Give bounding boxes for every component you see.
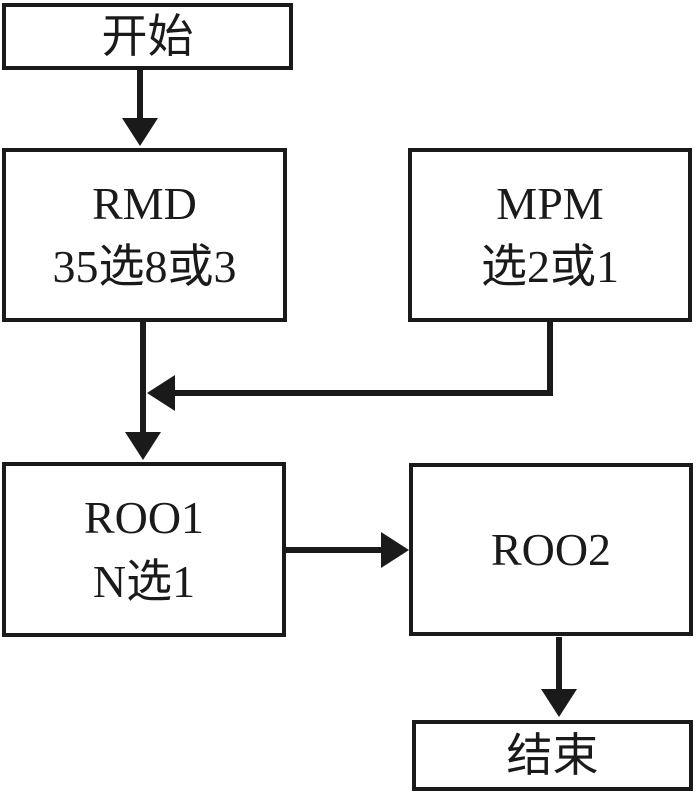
- node-rmd: RMD 35选8或3: [2, 148, 287, 322]
- edge-mpm-drop-line: [547, 322, 553, 396]
- node-mpm: MPM 选2或1: [408, 148, 692, 322]
- arrow-left-icon: [147, 375, 175, 411]
- node-start-label: 开始: [101, 10, 194, 62]
- node-mpm-label-line2: 选2或1: [481, 241, 619, 292]
- edge-start-to-rmd-line: [137, 70, 143, 122]
- edge-rmd-to-roo1-line: [140, 322, 146, 436]
- edge-roo2-to-end-line: [556, 637, 562, 691]
- node-end-label: 结束: [506, 729, 599, 781]
- arrow-down-icon: [125, 432, 161, 460]
- node-rmd-label-line1: RMD: [92, 177, 197, 229]
- node-roo2: ROO2: [409, 463, 693, 636]
- node-roo2-label: ROO2: [490, 523, 612, 575]
- edge-mpm-horizontal-line: [162, 390, 553, 396]
- node-start: 开始: [2, 3, 293, 70]
- arrow-right-icon: [381, 532, 409, 568]
- edge-roo1-to-roo2-line: [286, 547, 385, 553]
- node-end: 结束: [412, 720, 693, 791]
- arrow-down-icon: [122, 118, 158, 146]
- node-roo1: ROO1 N选1: [2, 462, 286, 637]
- node-rmd-label-line2: 35选8或3: [52, 241, 237, 292]
- node-mpm-label-line1: MPM: [496, 177, 604, 229]
- node-roo1-label-line1: ROO1: [83, 492, 205, 544]
- node-roo1-label-line2: N选1: [92, 555, 196, 607]
- arrow-down-icon: [541, 689, 577, 717]
